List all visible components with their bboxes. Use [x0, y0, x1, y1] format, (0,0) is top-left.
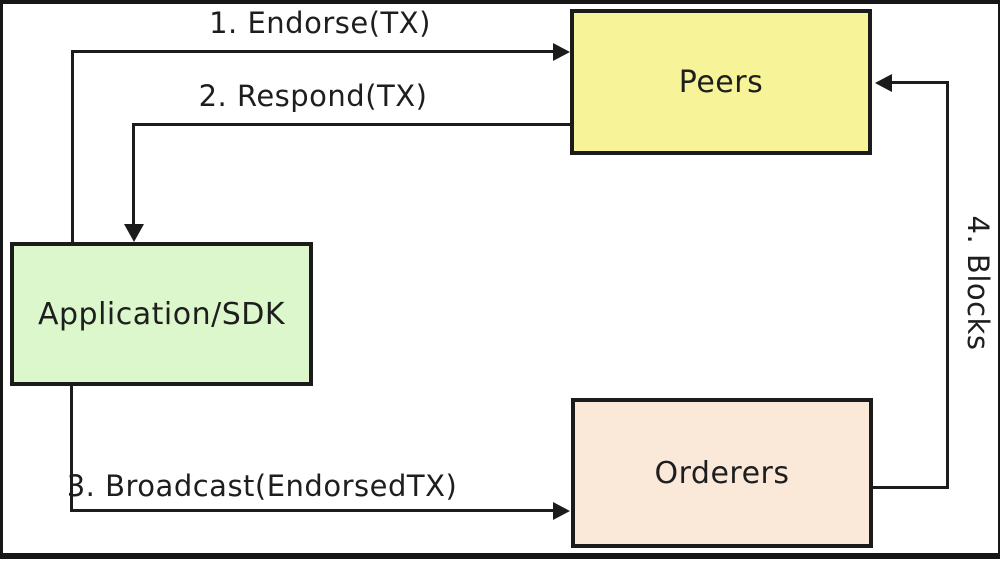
- edge-label-blocks: 4. Blocks: [961, 215, 995, 351]
- broadcast-arrowhead-icon: [553, 502, 570, 520]
- endorse-arrowhead-icon: [553, 43, 570, 61]
- endorse-line-vertical: [71, 51, 74, 243]
- broadcast-line-vertical: [70, 385, 73, 511]
- node-application-sdk: Application/SDK: [10, 242, 313, 386]
- edge-label-respond: 2. Respond(TX): [198, 79, 428, 113]
- node-peers: Peers: [570, 9, 872, 155]
- node-application-sdk-label: Application/SDK: [37, 296, 286, 332]
- node-peers-label: Peers: [678, 64, 764, 100]
- edge-label-broadcast: 3. Broadcast(EndorsedTX): [66, 469, 458, 503]
- respond-line-horizontal: [135, 123, 571, 126]
- node-orderers-label: Orderers: [654, 455, 790, 491]
- broadcast-line-horizontal: [70, 509, 555, 512]
- respond-line-vertical: [132, 123, 135, 225]
- blocks-line-vertical: [946, 81, 949, 489]
- node-orderers: Orderers: [571, 398, 873, 548]
- respond-arrowhead-icon: [124, 224, 144, 242]
- blocks-line-bottom: [872, 486, 949, 489]
- endorse-line-horizontal: [71, 50, 555, 53]
- edge-label-endorse: 1. Endorse(TX): [209, 6, 431, 40]
- blocks-line-top: [892, 81, 949, 84]
- blocks-arrowhead-icon: [875, 74, 892, 92]
